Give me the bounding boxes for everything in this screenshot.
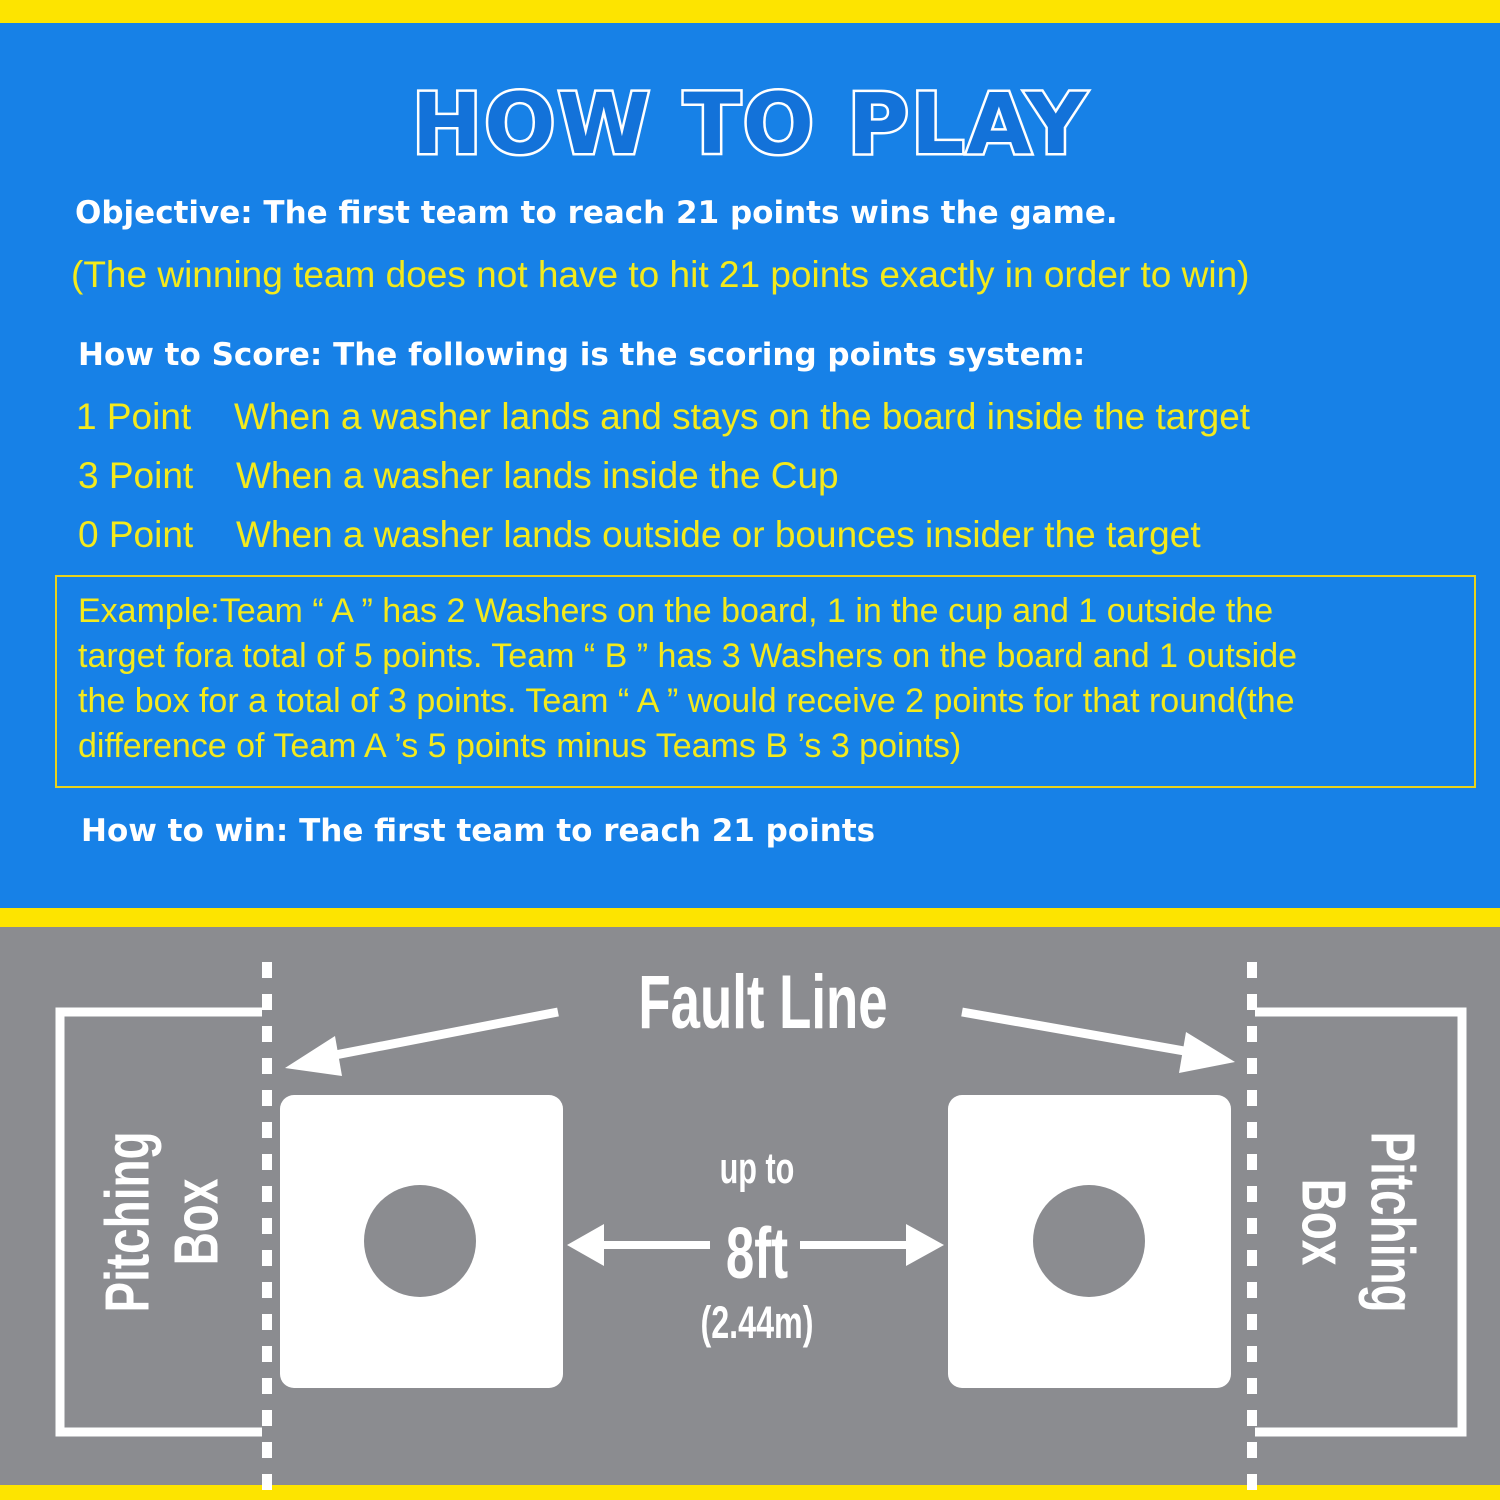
scoring-row: 0 Point When a washer lands outside or bo… xyxy=(78,516,1201,553)
fault-line-label: Fault Line xyxy=(638,960,887,1045)
right-pitching-box xyxy=(1255,1007,1467,1437)
distance-metric-label: (2.44m) xyxy=(700,1298,813,1349)
scoring-points: 0 Point xyxy=(78,514,194,555)
fault-arrow-left-head xyxy=(285,1036,342,1076)
example-box xyxy=(55,575,1476,788)
right-cup-hole xyxy=(1033,1185,1145,1297)
left-pitching-box xyxy=(55,1007,262,1437)
scoring-desc: When a washer lands inside the Cup xyxy=(236,455,839,496)
scoring-desc: When a washer lands outside or bounces i… xyxy=(236,514,1201,555)
objective-text: Objective: The first team to reach 21 po… xyxy=(75,195,1118,231)
scoring-row: 3 Point When a washer lands inside the Cu… xyxy=(78,457,839,494)
fault-arrow-left-shaft xyxy=(329,1007,559,1061)
example-line: difference of Team A ’s 5 points minus T… xyxy=(78,727,962,765)
example-line: Example:Team “ A ” has 2 Washers on the … xyxy=(78,592,1274,630)
win-text: How to win: The first team to reach 21 p… xyxy=(81,813,876,849)
left-pitching-box-label: Pitching Box xyxy=(93,1131,231,1312)
distance-arrow-left-head xyxy=(567,1224,604,1266)
right-pitching-label: Pitching xyxy=(1358,1131,1427,1312)
page-title: HOW TO PLAY xyxy=(409,75,1089,173)
fault-arrow-right-shaft xyxy=(961,1007,1191,1057)
scoring-desc: When a washer lands and stays on the boa… xyxy=(234,396,1251,437)
objective-note: (The winning team does not have to hit 2… xyxy=(71,254,1250,295)
example-line: target fora total of 5 points. Team “ B … xyxy=(78,637,1298,675)
fault-arrow-right-head xyxy=(1179,1032,1235,1073)
scoring-points: 1 Point xyxy=(76,396,192,437)
score-heading: How to Score: The following is the scori… xyxy=(78,337,1086,373)
up-to-label: up to xyxy=(720,1144,795,1192)
right-box-label: Box xyxy=(1289,1179,1358,1266)
left-cup-hole xyxy=(364,1185,476,1297)
scoring-points: 3 Point xyxy=(78,455,194,496)
distance-label: 8ft xyxy=(726,1215,789,1295)
example-line: the box for a total of 3 points. Team “ … xyxy=(78,682,1295,720)
left-pitching-label: Pitching xyxy=(93,1131,162,1312)
left-box-label: Box xyxy=(162,1179,231,1266)
right-pitching-box-label: Pitching Box xyxy=(1289,1131,1427,1312)
distance-arrow-right-head xyxy=(906,1224,944,1266)
rules-panel xyxy=(0,23,1500,908)
scoring-row: 1 Point When a washer lands and stays on … xyxy=(76,398,1250,435)
